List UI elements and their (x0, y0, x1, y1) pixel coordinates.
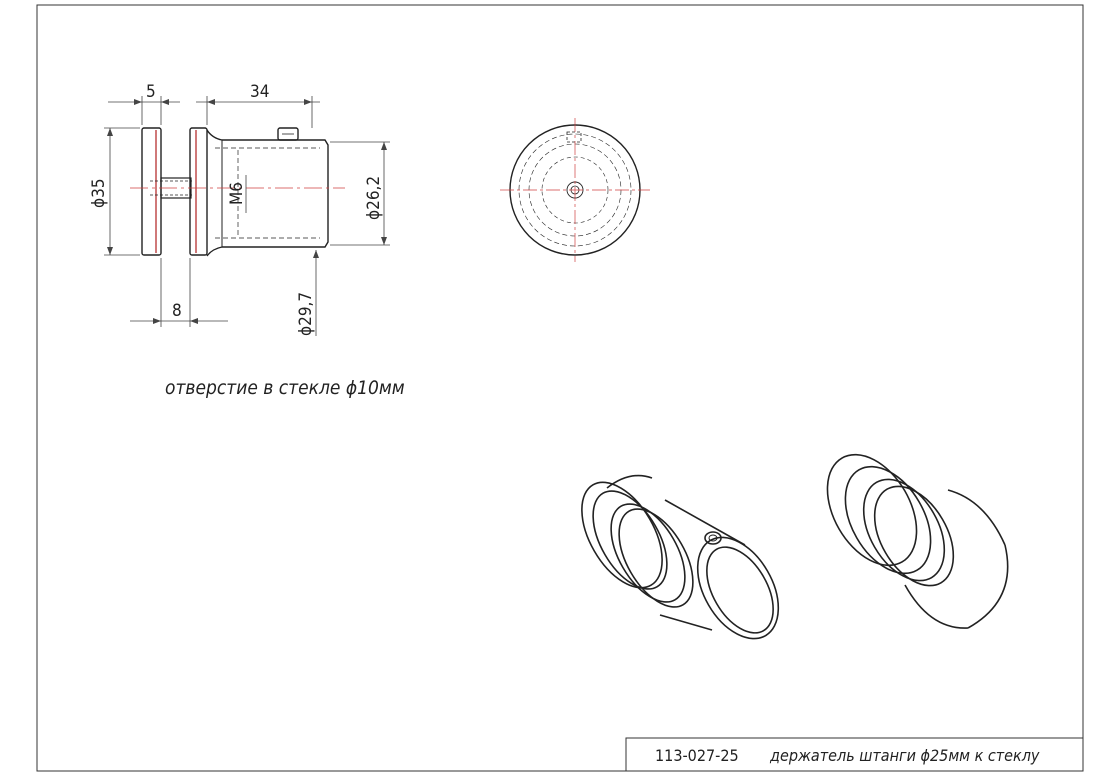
back-plate (189, 127, 208, 256)
end-view-hidden-1 (518, 133, 632, 247)
side-view (141, 127, 329, 257)
iso1-plate-inner (592, 490, 668, 590)
iso2-cap (826, 453, 918, 567)
iso1-plate-front (581, 481, 663, 589)
part-code: 113-027-25 (655, 746, 739, 765)
arrow (381, 237, 387, 245)
arrow (161, 99, 169, 105)
end-view-screw (566, 131, 582, 143)
iso2-cap-rim (844, 465, 932, 575)
dim-text-base-diameter: ϕ29,7 (296, 292, 316, 336)
arrow (207, 99, 215, 105)
dimension-arrows (107, 99, 387, 324)
iso1-tube-end (696, 536, 780, 640)
isometric-view-tube-side (581, 474, 780, 640)
dim-text-overall-length: 34 (250, 82, 269, 102)
end-view (500, 118, 650, 262)
isometric-view-plate-side (826, 453, 1009, 629)
front-plate (141, 127, 162, 256)
dim-text-thread: M6 (227, 182, 247, 205)
sheet-border (36, 4, 1084, 772)
iso2-body-end (967, 544, 1009, 629)
iso2-body-bottom (904, 584, 969, 629)
iso2-ring (862, 478, 946, 582)
iso1-set-screw (704, 531, 722, 545)
arrow (381, 142, 387, 150)
arrow (153, 318, 161, 324)
part-description: держатель штанги ϕ25мм к стеклу (769, 746, 1040, 765)
dim-text-tube-diameter: ϕ26,2 (364, 176, 384, 220)
arrow (134, 99, 142, 105)
dimension-lines (104, 96, 390, 336)
iso1-body-top (664, 499, 746, 546)
dim-text-gap: 8 (172, 301, 182, 321)
title-block (625, 737, 1084, 772)
iso1-plate-rim-top (606, 474, 653, 489)
iso1-ring-2 (618, 508, 694, 608)
iso2-body-top (947, 489, 1006, 546)
arrow (304, 99, 312, 105)
glass-hole-note: отверстие в стекле ϕ10мм (165, 377, 405, 399)
set-screw (277, 127, 299, 141)
dim-text-plate-thickness: 5 (146, 82, 156, 102)
iso1-tube-bore (706, 546, 774, 634)
arrow (190, 318, 198, 324)
arrow (107, 128, 113, 136)
iso2-ring-2 (873, 485, 955, 587)
iso1-body-bottom (659, 614, 713, 631)
holder-body (206, 129, 329, 257)
iso1-ring (610, 503, 686, 603)
arrow (107, 247, 113, 255)
dim-text-plate-diameter: ϕ35 (89, 178, 109, 208)
arrow (313, 250, 319, 258)
iso1-set-screw-inner (708, 534, 718, 542)
